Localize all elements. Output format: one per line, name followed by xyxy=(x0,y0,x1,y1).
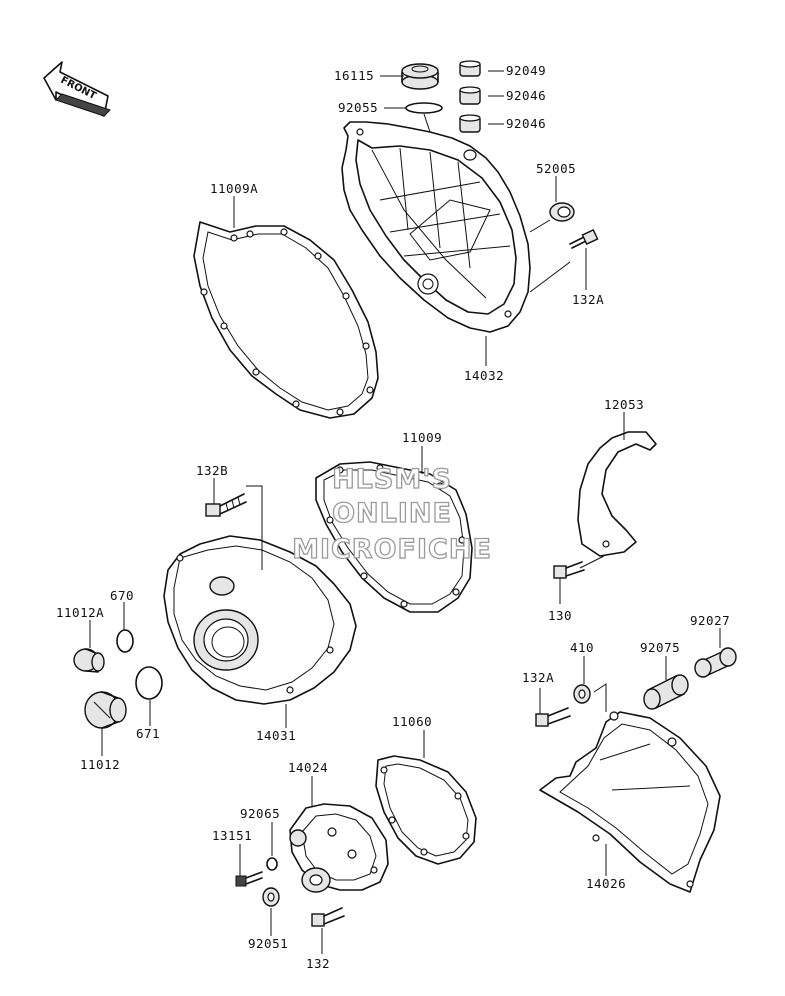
oil-filler-cap xyxy=(401,63,439,90)
label-11012: 11012 xyxy=(80,757,120,772)
label-92046-a: 92046 xyxy=(506,88,546,103)
label-132: 132 xyxy=(306,956,330,971)
label-11009: 11009 xyxy=(402,430,442,445)
collar-92027 xyxy=(694,647,737,678)
label-14024: 14024 xyxy=(288,760,328,775)
collar-92075 xyxy=(643,674,689,710)
oil-seal-52005 xyxy=(549,202,575,222)
label-52005: 52005 xyxy=(536,161,576,176)
label-92027: 92027 xyxy=(690,613,730,628)
o-ring-670 xyxy=(116,629,134,653)
bolt-132a-top xyxy=(569,229,599,249)
bolt-13151 xyxy=(235,871,263,887)
label-16115: 16115 xyxy=(334,68,374,83)
gasket-11009a xyxy=(193,221,379,419)
label-410: 410 xyxy=(570,640,594,655)
front-arrow-icon: FRONT xyxy=(43,61,111,117)
label-11060: 11060 xyxy=(392,714,432,729)
watermark: HLSM'S ONLINE MICROFICHE xyxy=(291,463,492,565)
label-671: 671 xyxy=(136,726,160,741)
label-92051: 92051 xyxy=(248,936,288,951)
label-132a-right: 132A xyxy=(522,670,554,685)
label-12053: 12053 xyxy=(604,397,644,412)
label-11012a: 11012A xyxy=(56,605,104,620)
gasket-11009 xyxy=(315,461,473,613)
label-92049: 92049 xyxy=(506,63,546,78)
bushing-92046-a xyxy=(459,86,481,105)
label-92075: 92075 xyxy=(640,640,680,655)
seal-92051 xyxy=(262,887,280,907)
label-14032: 14032 xyxy=(464,368,504,383)
label-14031: 14031 xyxy=(256,728,296,743)
label-92046-b: 92046 xyxy=(506,116,546,131)
bolt-132b xyxy=(205,493,247,517)
label-11009a: 11009A xyxy=(210,181,258,196)
leader-lines xyxy=(89,70,721,954)
bolt-132a-right xyxy=(535,707,571,727)
o-ring-671 xyxy=(135,666,163,700)
gasket-11060 xyxy=(375,755,477,865)
washer-410 xyxy=(573,684,591,704)
label-92065: 92065 xyxy=(240,806,280,821)
o-ring-92065 xyxy=(266,857,278,871)
bolt-130 xyxy=(553,561,585,579)
label-132b: 132B xyxy=(196,463,228,478)
watermark-line-1: HLSM'S xyxy=(332,464,452,495)
o-ring-92055 xyxy=(405,102,443,114)
label-14026: 14026 xyxy=(586,876,626,891)
sprocket-cover-14026 xyxy=(539,711,721,893)
watermark-line-2: ONLINE xyxy=(332,498,452,529)
part-labels: 16115 92049 92046 92055 92046 52005 1100… xyxy=(56,63,730,971)
clutch-cover-14032 xyxy=(341,121,531,333)
label-670: 670 xyxy=(110,588,134,603)
bushing-92046-b xyxy=(459,114,481,133)
label-92055: 92055 xyxy=(338,100,378,115)
plug-11012a xyxy=(73,648,105,673)
bolt-132 xyxy=(311,907,345,927)
watermark-line-3: MICROFICHE xyxy=(292,534,492,565)
plug-11012 xyxy=(84,691,127,729)
generator-cover-14031 xyxy=(163,535,357,705)
water-pump-cover-14024 xyxy=(289,803,389,893)
bushing-92049 xyxy=(459,60,481,77)
label-13151: 13151 xyxy=(212,828,252,843)
label-132a-top: 132A xyxy=(572,292,604,307)
label-130: 130 xyxy=(548,608,572,623)
chain-guide-12053 xyxy=(577,431,657,557)
